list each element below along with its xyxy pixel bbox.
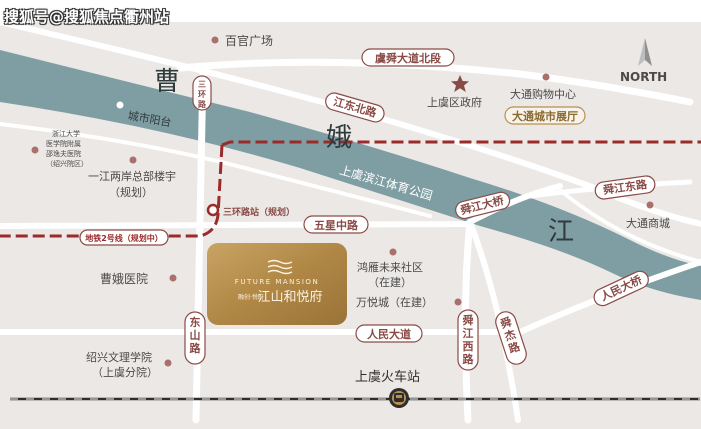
road-shunjie bbox=[467, 219, 521, 423]
poi-dot-chengshi-yangtai bbox=[116, 101, 124, 109]
road-label-renmin-avenue: 人民大道 bbox=[367, 327, 411, 341]
poi-yijiang-hq-l2: （规划） bbox=[109, 185, 153, 199]
poi-shangyu-gov: 上虞区政府 bbox=[427, 95, 482, 109]
poi-dot-shaoxing-school bbox=[164, 359, 172, 367]
road-label-sanhuan-station: 三环路站（规划） bbox=[223, 206, 295, 218]
poi-shaoxing-school-l1: 绍兴文理学院 bbox=[86, 350, 152, 364]
poi-wanda: 万悦城（在建） bbox=[356, 295, 433, 309]
sanhuan-station-marker bbox=[206, 203, 220, 217]
road-east-link bbox=[558, 188, 701, 264]
railway-station-label: 上虞火车站 bbox=[355, 369, 420, 385]
poi-dot-datong-business bbox=[646, 201, 654, 209]
poi-caoe-hospital: 曹娥医院 bbox=[100, 272, 148, 286]
poi-dot-caoe-hospital bbox=[169, 274, 177, 282]
poi-zju-hospital-l2: 医学院附属 bbox=[46, 139, 81, 148]
road-label-shunjiang-west: 舜江西路 bbox=[463, 313, 475, 366]
road-label-dongshan: 东山路 bbox=[190, 315, 202, 355]
poi-dot-baiguan bbox=[211, 36, 219, 44]
caoe-river bbox=[0, 50, 701, 300]
poi-hongyan-l2: （在建） bbox=[368, 275, 412, 289]
river-label-jiang: 江 bbox=[548, 217, 574, 247]
road-label-yushun-north: 虞舜大道北段 bbox=[375, 51, 441, 65]
north-compass-icon bbox=[638, 38, 652, 66]
project-name: 江山和悦府 bbox=[257, 290, 322, 305]
poi-zju-hospital-l4: （绍兴院区） bbox=[46, 159, 88, 168]
poi-datong-business: 大通商城 bbox=[626, 216, 670, 230]
poi-shaoxing-school-l2: （上虞分院） bbox=[92, 365, 158, 379]
poi-dot-datong-mall bbox=[542, 73, 550, 81]
road-jiangdong-north bbox=[0, 19, 701, 227]
government-star-icon bbox=[451, 75, 469, 92]
project-marker bbox=[207, 243, 347, 325]
poi-hongyan-l1: 鸿雁未来社区 bbox=[357, 260, 423, 274]
river-label-e: 娥 bbox=[326, 123, 352, 153]
poi-zju-hospital-l3: 邵逸夫医院 bbox=[46, 149, 81, 158]
poi-dot-wanda bbox=[454, 298, 462, 306]
road-label-wuxing: 五星中路 bbox=[314, 218, 359, 232]
road-shunjiang-bridge bbox=[467, 183, 563, 225]
project-english-name: FUTURE MANSION bbox=[235, 278, 319, 286]
poi-yijiang-hq-l1: 一江两岸总部楼宇 bbox=[88, 169, 176, 183]
watermark: 搜狐号@搜狐焦点衢州站 bbox=[4, 8, 170, 26]
poi-dot-zju-hospital bbox=[31, 146, 39, 154]
road-wuxing bbox=[0, 221, 473, 229]
poi-zju-hospital-l1: 浙江大学 bbox=[52, 129, 80, 138]
river-label-cao: 曹 bbox=[154, 67, 180, 97]
road-label-datong-hall: 大通城市展厅 bbox=[512, 109, 578, 123]
poi-dot-hongyan bbox=[389, 248, 397, 256]
poi-baiguan-plaza: 百官广场 bbox=[225, 33, 273, 48]
poi-dot-yijiang-hq bbox=[129, 156, 137, 164]
road-label-shunjie: 舜杰路 bbox=[499, 314, 523, 356]
road-riverside-south bbox=[0, 122, 432, 218]
compass-north-label: NORTH bbox=[620, 70, 667, 84]
road-yushun-north bbox=[176, 58, 694, 106]
project-brand: 融创·悦府 bbox=[238, 293, 264, 301]
road-label-sanhuan: 三环路 bbox=[198, 80, 207, 109]
poi-datong-mall: 大通购物中心 bbox=[510, 87, 576, 101]
metro-line-2 bbox=[0, 140, 701, 238]
railway-station-icon bbox=[389, 388, 409, 408]
road-label-metro: 地铁2号线（规划中） bbox=[85, 233, 163, 243]
road-label-shunjiang-east: 舜江东路 bbox=[602, 177, 649, 197]
